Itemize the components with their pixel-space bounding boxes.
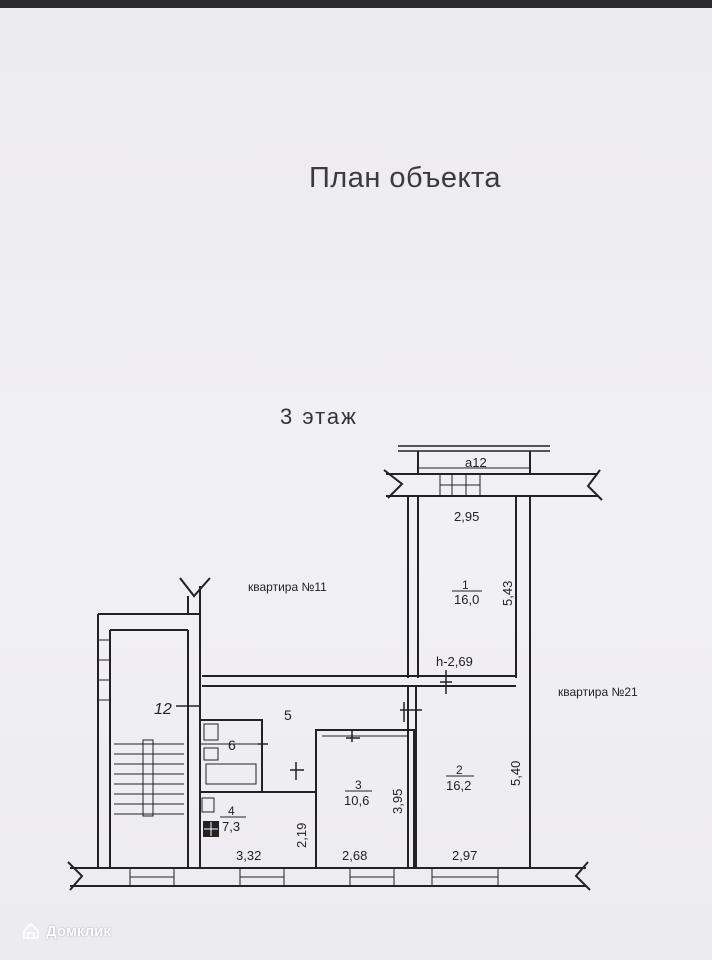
domclick-watermark: Домклик	[22, 922, 111, 940]
room-6-number: 6	[228, 737, 236, 753]
dim-room1-length: 5,43	[500, 581, 515, 606]
room-4-number: 4	[228, 804, 235, 818]
document-title: План объекта	[308, 162, 502, 194]
dim-bottom-room2: 2,97	[452, 848, 477, 863]
room-3-number: 3	[355, 778, 362, 792]
stair-label: 12	[154, 701, 172, 718]
room-1-area: 16,0	[454, 592, 479, 607]
apartment-21-label: квартира №21	[558, 685, 638, 699]
bottom-wall	[67, 861, 591, 891]
dim-ceiling-height: h-2,69	[436, 654, 473, 669]
dim-bottom-room3: 2,68	[342, 848, 367, 863]
bathroom-walls	[199, 719, 316, 793]
top-wall-upper	[383, 469, 603, 501]
apartment-11-label: квартира №11	[248, 580, 327, 594]
room-2-area: 16,2	[446, 778, 471, 793]
room-5-number: 5	[284, 707, 292, 723]
dim-room4-depth: 2,19	[294, 823, 309, 848]
room-1-number: 1	[462, 578, 469, 592]
paper-sheet	[0, 8, 712, 960]
balcony-label: а12	[465, 455, 487, 470]
dim-room3-length: 3,95	[390, 789, 405, 814]
photo-top-edge	[0, 0, 712, 8]
house-logo-icon	[23, 922, 39, 939]
stairwell	[97, 577, 211, 868]
balcony	[398, 445, 550, 474]
dim-room2-length: 5,40	[508, 761, 523, 786]
room-4-area: 7,3	[222, 819, 240, 834]
corridor-walls	[202, 670, 516, 694]
room-2-number: 2	[456, 763, 463, 777]
kitchen-fixtures	[201, 723, 219, 837]
room-2-walls	[400, 686, 422, 868]
room-3-area: 10,6	[344, 793, 369, 808]
floor-label: 3 этаж	[280, 404, 358, 429]
room-1-walls	[407, 496, 531, 868]
watermark-text: Домклик	[46, 922, 111, 940]
dim-room1-width: 2,95	[454, 509, 479, 524]
dim-bottom-kitchen: 3,32	[236, 848, 261, 863]
